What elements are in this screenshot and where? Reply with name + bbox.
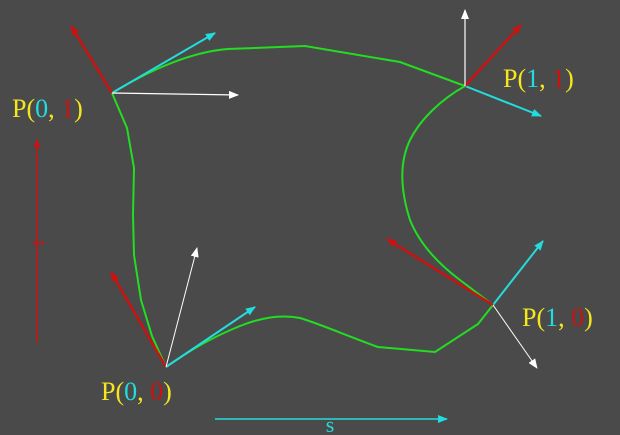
p11-s-tangent-arrow <box>464 85 542 117</box>
label-p00-s: 0 <box>124 377 137 406</box>
p11-t-tangent-arrow <box>464 24 522 87</box>
label-p10-t: 0 <box>571 303 584 332</box>
p00-s-tangent-arrow <box>165 306 256 368</box>
label-p00-prefix: P( <box>101 377 124 406</box>
label-p10: P(1, 0) <box>522 303 593 332</box>
boundary-curve-left <box>111 92 167 368</box>
label-p01-t: 1 <box>61 94 74 123</box>
p00-t-tangent-arrow <box>109 271 168 368</box>
label-p10-suffix: ) <box>584 303 593 332</box>
label-p01-suffix: ) <box>74 94 83 123</box>
corner-p10-vectors <box>386 237 544 369</box>
corner-p00-vectors <box>109 247 256 368</box>
label-p00: P(0, 0) <box>101 377 172 406</box>
boundary-curve-bottom <box>165 304 494 368</box>
p01-s-tangent-arrow <box>111 32 216 94</box>
label-p11-t: 1 <box>552 64 565 93</box>
label-p00-suffix: ) <box>163 377 172 406</box>
boundary-curve-top <box>111 44 466 94</box>
parameter-axes: s t <box>27 139 448 435</box>
p10-s-tangent-arrow <box>492 240 544 306</box>
label-p00-sep: , <box>137 377 150 406</box>
corner-p01-vectors <box>69 25 239 99</box>
label-p11-prefix: P( <box>503 64 526 93</box>
t-axis-label: t <box>27 240 49 246</box>
p10-t-tangent-arrow <box>386 237 494 307</box>
p10-normal-arrow <box>492 304 538 369</box>
label-p10-prefix: P( <box>522 303 545 332</box>
label-p11-s: 1 <box>526 64 539 93</box>
label-p01-prefix: P( <box>12 94 35 123</box>
label-p11-sep: , <box>539 64 552 93</box>
label-p10-s: 1 <box>545 303 558 332</box>
label-p01-s: 0 <box>35 94 48 123</box>
p01-normal-arrow <box>111 90 239 99</box>
boundary-curve-right <box>401 85 494 306</box>
label-p10-sep: , <box>558 303 571 332</box>
label-p11-suffix: ) <box>565 64 574 93</box>
p00-normal-arrow <box>165 247 199 368</box>
label-p01-sep: , <box>48 94 61 123</box>
p01-t-tangent-arrow <box>69 25 114 94</box>
corner-p11-vectors <box>461 9 542 117</box>
label-p01: P(0, 1) <box>12 94 83 123</box>
label-p00-t: 0 <box>150 377 163 406</box>
s-axis-label: s <box>326 412 335 435</box>
label-p11: P(1, 1) <box>503 64 574 93</box>
